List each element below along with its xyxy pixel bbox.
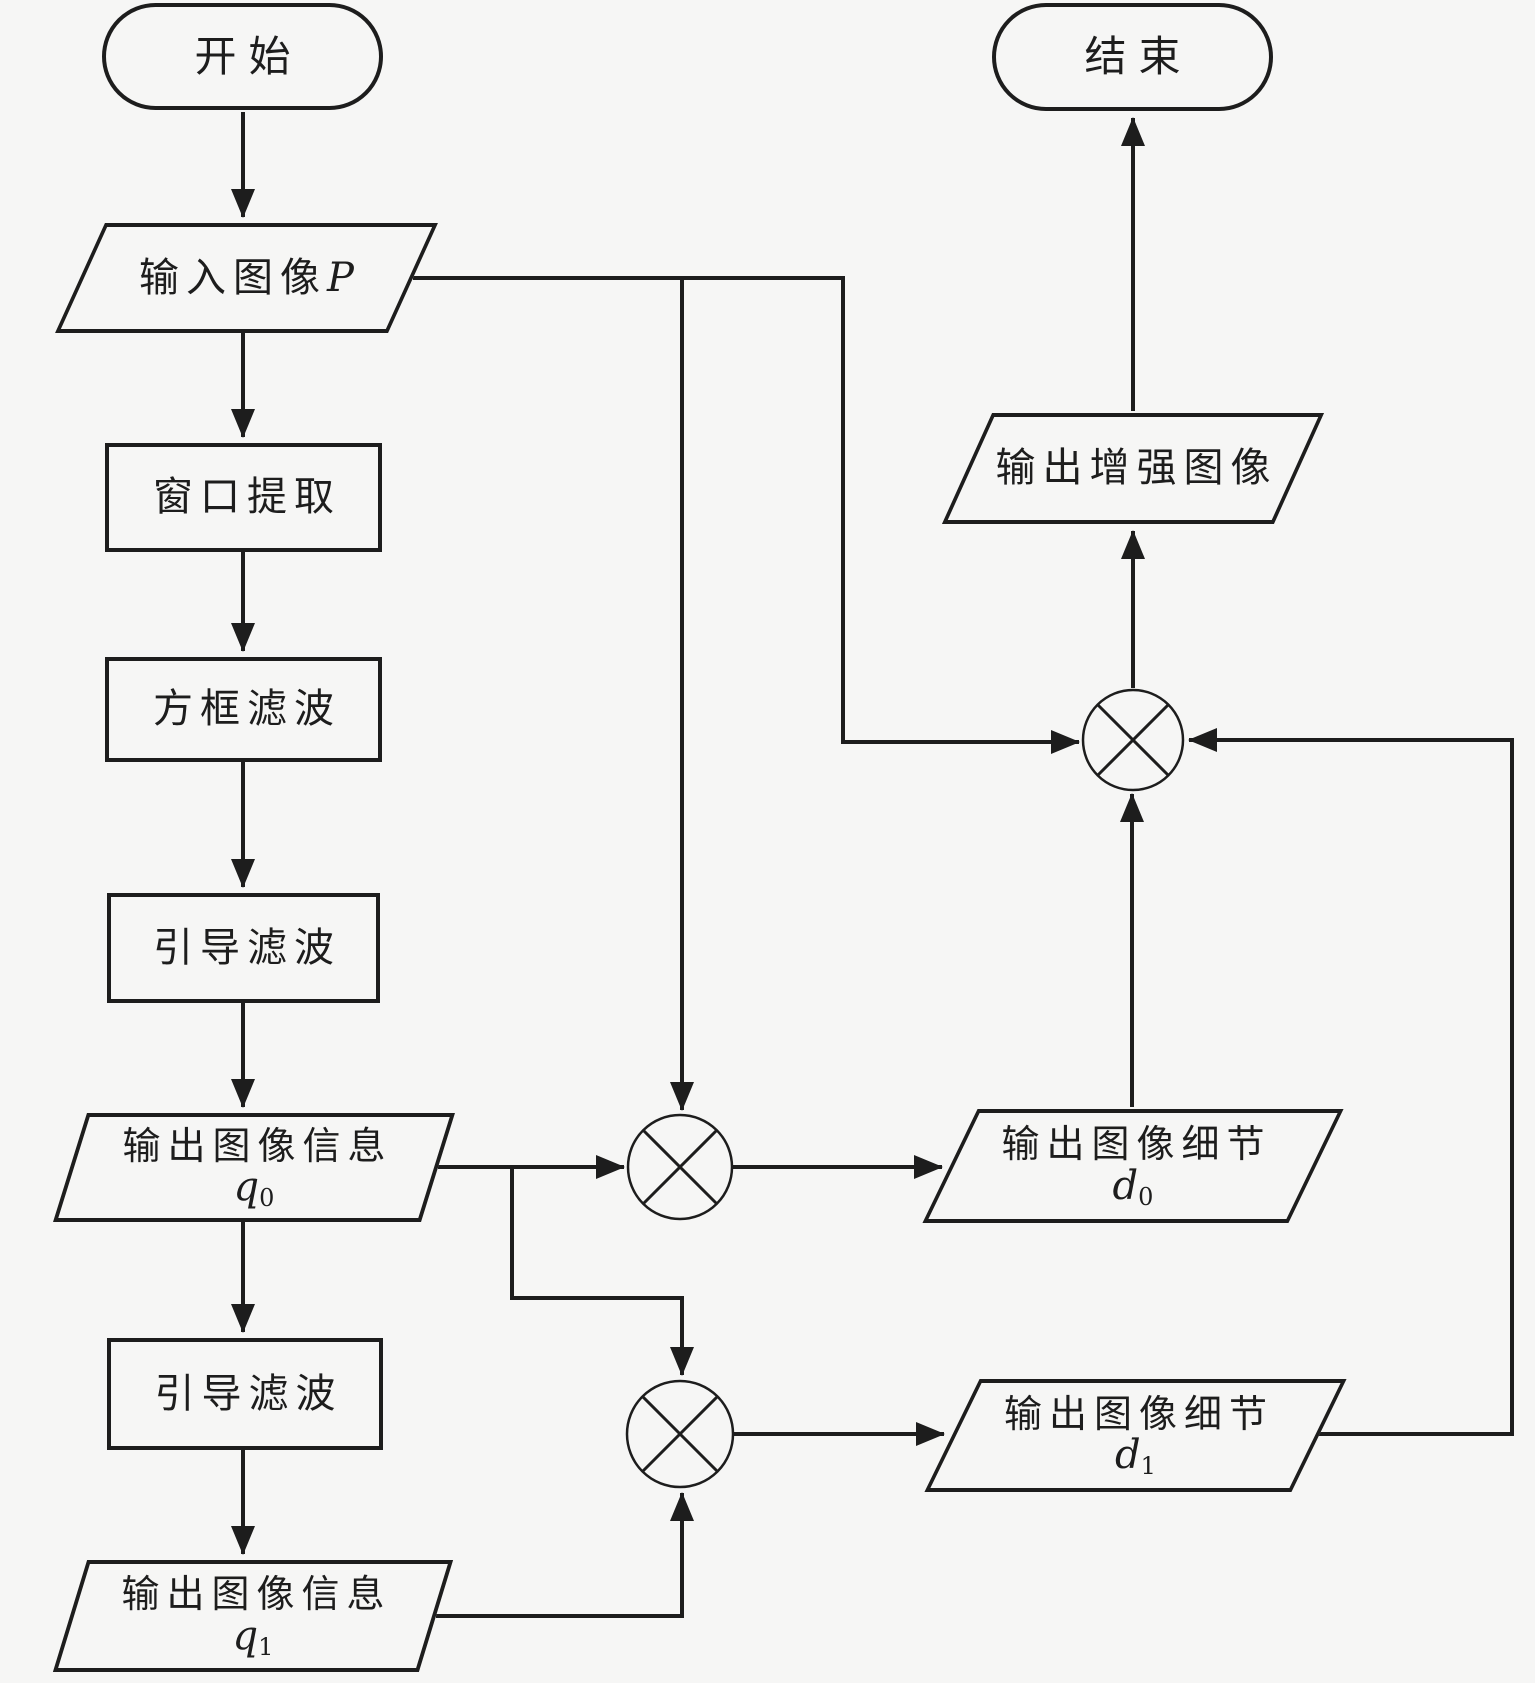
edge-q0-to-multiply2 [510, 1167, 694, 1376]
window-extract-label: 窗口提取 [153, 474, 341, 521]
output-info-q0-label: 输出图像信息 [122, 1123, 393, 1168]
io-output-detail-d1: 输出图像细节 d1 [924, 1379, 1347, 1492]
output-detail-d0-label: 输出图像细节 [1001, 1122, 1272, 1167]
multiply-icon [1081, 688, 1185, 792]
output-detail-d0-var: d0 [1112, 1162, 1154, 1211]
multiply-icon [626, 1113, 734, 1221]
output-detail-d1-label: 输出图像细节 [1003, 1391, 1274, 1436]
process-box-filter: 方框滤波 [105, 657, 382, 762]
multiply-icon [625, 1379, 735, 1489]
guided-filter-1-label: 引导滤波 [153, 924, 341, 971]
output-info-q1-var: q1 [232, 1612, 274, 1661]
process-guided-filter-2: 引导滤波 [107, 1338, 383, 1450]
output-info-q0-var: q0 [233, 1164, 275, 1213]
terminator-start: 开始 [102, 3, 383, 110]
start-label: 开始 [194, 31, 303, 81]
io-input-image: 输入图像P [55, 223, 438, 333]
process-guided-filter-1: 引导滤波 [107, 893, 380, 1003]
input-image-label: 输入图像P [139, 254, 361, 301]
edge-input-to-multiply3 [413, 276, 1080, 754]
io-output-info-q0: 输出图像信息 q0 [53, 1113, 455, 1222]
output-info-q1-label: 输出图像信息 [121, 1572, 392, 1617]
box-filter-label: 方框滤波 [153, 686, 341, 733]
output-detail-d1-var: d1 [1115, 1432, 1156, 1481]
process-window-extract: 窗口提取 [105, 443, 382, 552]
io-output-detail-d0: 输出图像细节 d0 [922, 1109, 1344, 1223]
edge-d1-to-multiply3 [1188, 728, 1514, 1436]
io-output-info-q1: 输出图像信息 q1 [52, 1560, 454, 1672]
end-label: 结束 [1084, 32, 1193, 82]
io-output-enhanced: 输出增强图像 [941, 413, 1325, 524]
output-enhanced-label: 输出增强图像 [995, 445, 1278, 492]
guided-filter-2-label: 引导滤波 [154, 1370, 343, 1417]
edge-q1-to-multiply2 [436, 1492, 694, 1618]
terminator-end: 结束 [992, 3, 1273, 111]
